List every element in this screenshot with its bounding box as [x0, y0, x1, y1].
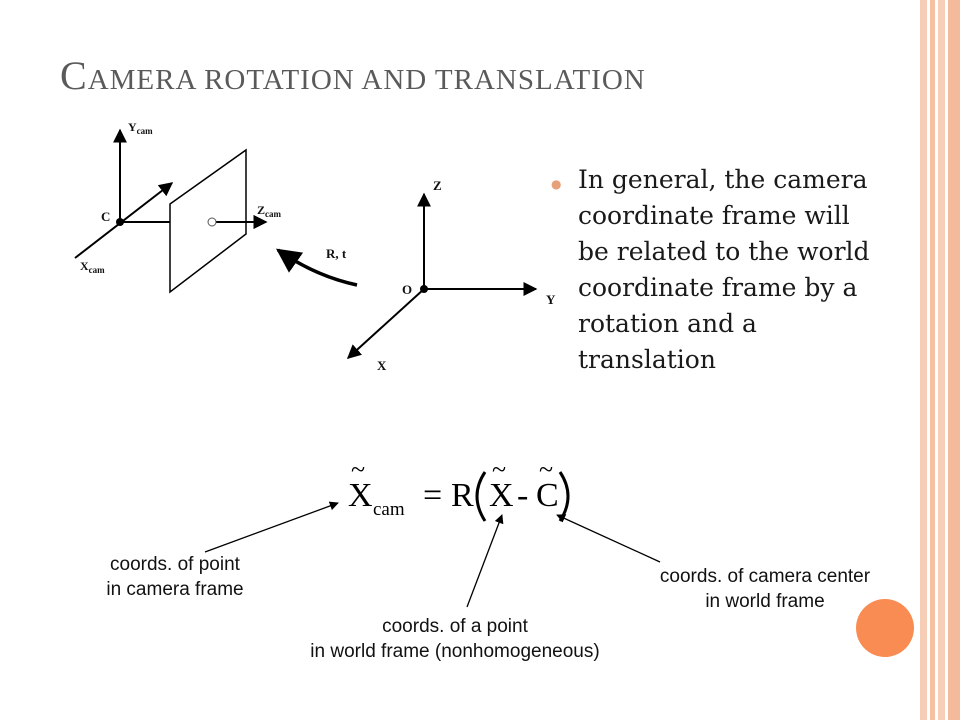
world-z-label: Z [433, 178, 442, 193]
annotation-camera-center: coords. of camera center in world frame [615, 564, 915, 614]
equation-center: C [536, 477, 559, 514]
principal-point-marker [207, 217, 217, 227]
bullet-text: In general, the camera coordinate frame … [578, 165, 870, 374]
camera-center-dot [116, 218, 124, 226]
world-x-axis [346, 288, 425, 359]
bullet-dot-icon: ● [551, 177, 562, 191]
world-origin-label: O [402, 282, 412, 297]
equation-lhs: X [348, 477, 373, 514]
world-x-label: X [377, 358, 387, 373]
bullet-item: ● In general, the camera coordinate frame… [548, 162, 888, 378]
camera-y-label: Ycam [128, 120, 153, 136]
annotation-point-world-line2: in world frame (nonhomogeneous) [310, 641, 600, 662]
equation: ~ X cam = R ~ X - ~ C [348, 455, 570, 522]
accent-circle [856, 599, 914, 657]
title-rest: amera rotation and translation [87, 64, 646, 96]
equation-equals: = [423, 477, 442, 514]
camera-center-label: C [101, 209, 110, 224]
arrow-point-camera [204, 501, 339, 553]
camera-frame: Ycam Zcam Xcam C [74, 120, 282, 294]
annotation-point-camera: coords. of point in camera frame [80, 552, 270, 602]
annotation-point-world-line1: coords. of a point [382, 616, 528, 637]
edge-stripe-3 [938, 0, 945, 720]
title-initial: C [60, 53, 88, 98]
camera-z-label: Zcam [257, 203, 282, 219]
equation-lhs-tilde: ~ [351, 455, 365, 484]
camera-x-label: Xcam [80, 259, 105, 275]
world-origin-dot [420, 285, 428, 293]
annotation-point-camera-line2: in camera frame [106, 579, 244, 600]
annotation-point-camera-line1: coords. of point [110, 554, 240, 575]
slide-title: Camera rotation and translation [60, 52, 646, 99]
transform-label: R, t [326, 246, 347, 261]
equation-rotation: R [451, 477, 474, 514]
equation-lhs-subscript: cam [373, 499, 405, 520]
edge-stripe-2 [930, 0, 935, 720]
world-frame: Z Y X O [346, 178, 556, 373]
equation-point-tilde: ~ [492, 455, 506, 484]
arrow-point-world [466, 514, 504, 608]
equation-left-paren [475, 471, 487, 522]
edge-stripe-1 [920, 0, 927, 720]
transform-arrow [275, 248, 358, 287]
equation-minus: - [517, 477, 528, 514]
annotation-point-world: coords. of a point in world frame (nonho… [265, 614, 645, 664]
equation-center-tilde: ~ [539, 455, 553, 484]
bullet-list: ● In general, the camera coordinate frame… [548, 162, 888, 378]
arrow-camera-center [556, 514, 661, 563]
equation-point: X [489, 477, 514, 514]
equation-right-paren [558, 471, 570, 522]
annotation-camera-center-line2: in world frame [705, 591, 825, 612]
edge-stripe-4 [948, 0, 960, 720]
annotation-camera-center-line1: coords. of camera center [659, 566, 871, 587]
world-y-label: Y [546, 292, 556, 307]
